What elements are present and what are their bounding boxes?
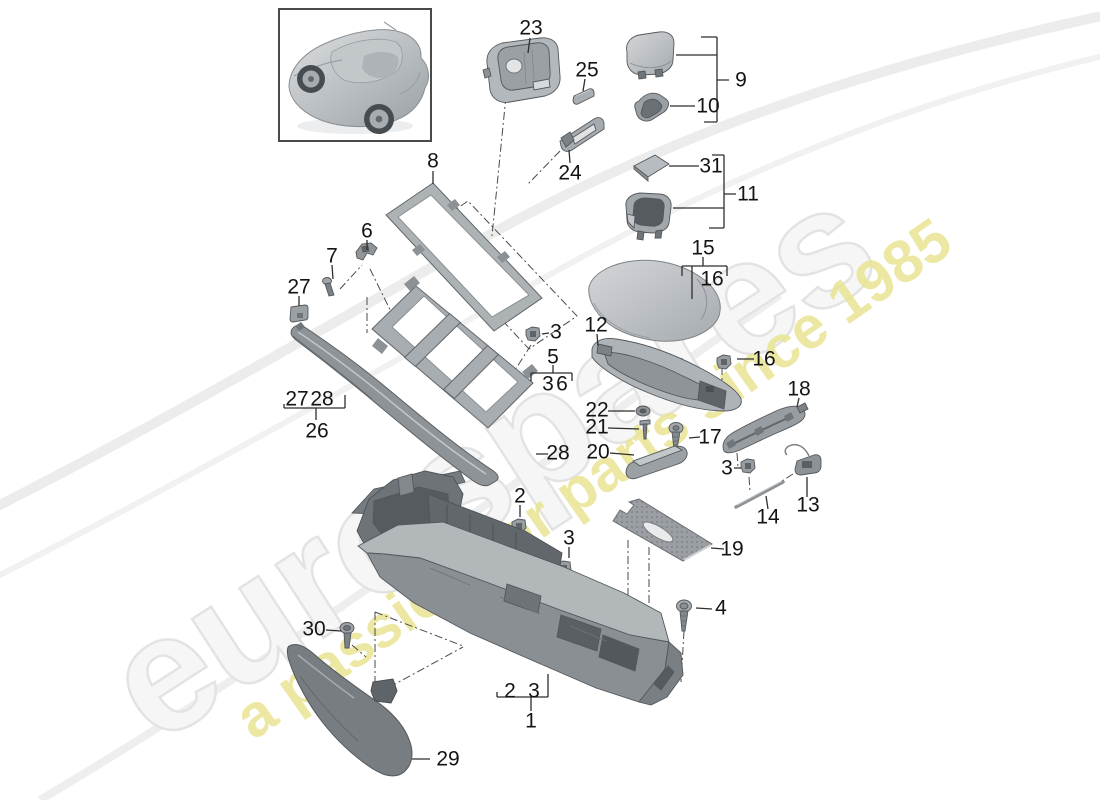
- part-3-clip-right: [740, 458, 756, 474]
- vehicle-thumbnail: [288, 21, 429, 134]
- part-16-clip: [716, 354, 732, 370]
- part-5-carrier-frame: [371, 276, 538, 429]
- callout-22[interactable]: 22: [585, 398, 609, 422]
- part-31-mat: [633, 154, 670, 182]
- callout-3-right[interactable]: 3: [721, 456, 733, 480]
- callout-15[interactable]: 15: [691, 236, 715, 260]
- part-20-insert-strip: [625, 445, 688, 480]
- callout-6-frame[interactable]: 6: [556, 372, 568, 396]
- part-12-tray: [591, 338, 742, 412]
- callout-4[interactable]: 4: [715, 596, 727, 620]
- callout-10[interactable]: 10: [696, 94, 720, 118]
- callout-11[interactable]: 11: [737, 182, 759, 206]
- part-15-armrest-lid: [588, 259, 721, 342]
- part-3-clip-upper: [525, 326, 541, 342]
- part-23-trim-plate: [482, 37, 561, 103]
- part-11-storage-box: [625, 192, 672, 241]
- callout-leader-lines: [283, 36, 808, 760]
- callout-19[interactable]: 19: [720, 537, 744, 561]
- car-rear-window: [362, 51, 399, 78]
- callout-23[interactable]: 23: [519, 16, 543, 40]
- part-10-insert: [634, 92, 669, 122]
- callout-27[interactable]: 27: [287, 275, 311, 299]
- callout-5[interactable]: 5: [547, 345, 559, 369]
- part-18-rail: [722, 402, 809, 454]
- part-21-pin: [639, 419, 651, 440]
- callout-26[interactable]: 26: [305, 419, 329, 443]
- callout-27-strip[interactable]: 27: [285, 387, 309, 411]
- part-9-lid: [626, 31, 675, 80]
- part-8-trim-frame: [385, 182, 543, 332]
- callout-25[interactable]: 25: [575, 58, 599, 82]
- part-7-screw: [322, 277, 335, 297]
- part-30-screw: [339, 622, 355, 649]
- callout-1[interactable]: 1: [525, 709, 537, 733]
- callout-6[interactable]: 6: [361, 219, 373, 243]
- callout-16[interactable]: 16: [700, 267, 724, 291]
- callout-14[interactable]: 14: [756, 505, 780, 529]
- callout-18[interactable]: 18: [787, 377, 811, 401]
- callout-29[interactable]: 29: [436, 747, 460, 771]
- callout-28-strip[interactable]: 28: [310, 387, 334, 411]
- callout-31[interactable]: 31: [699, 154, 723, 178]
- callout-2-console[interactable]: 2: [504, 679, 516, 703]
- callout-8[interactable]: 8: [427, 149, 439, 173]
- part-19-plate: [612, 498, 713, 562]
- callout-3-frame[interactable]: 3: [542, 372, 554, 396]
- callout-7[interactable]: 7: [326, 244, 338, 268]
- callout-21[interactable]: 21: [585, 415, 609, 439]
- callout-17[interactable]: 17: [698, 425, 722, 449]
- part-1-console-body: [351, 470, 684, 706]
- vehicle-thumbnail-box: [278, 8, 432, 142]
- part-25-cover: [572, 88, 595, 105]
- callout-3-body[interactable]: 3: [528, 679, 540, 703]
- part-14-rod: [734, 480, 785, 509]
- callout-3-console[interactable]: 3: [563, 526, 575, 550]
- callout-3-upper[interactable]: 3: [550, 320, 562, 344]
- part-17-screw: [668, 422, 684, 450]
- part-24-bracket: [559, 117, 605, 152]
- callout-24[interactable]: 24: [558, 161, 582, 185]
- callout-16-clip[interactable]: 16: [752, 347, 776, 371]
- callout-2-clip[interactable]: 2: [514, 484, 526, 508]
- part-29-side-cover: [286, 643, 413, 777]
- part-13-latch: [784, 443, 822, 476]
- callout-12[interactable]: 12: [584, 313, 608, 337]
- callout-13[interactable]: 13: [796, 493, 820, 517]
- part-22-grommet: [635, 405, 651, 417]
- part-27-clip: [289, 304, 309, 323]
- callout-20[interactable]: 20: [586, 440, 610, 464]
- callout-9[interactable]: 9: [735, 68, 747, 92]
- callout-30[interactable]: 30: [302, 617, 326, 641]
- part-4-screw: [676, 599, 692, 632]
- callout-28-clip[interactable]: 28: [546, 441, 570, 465]
- part-26-trim-strip: [290, 322, 499, 487]
